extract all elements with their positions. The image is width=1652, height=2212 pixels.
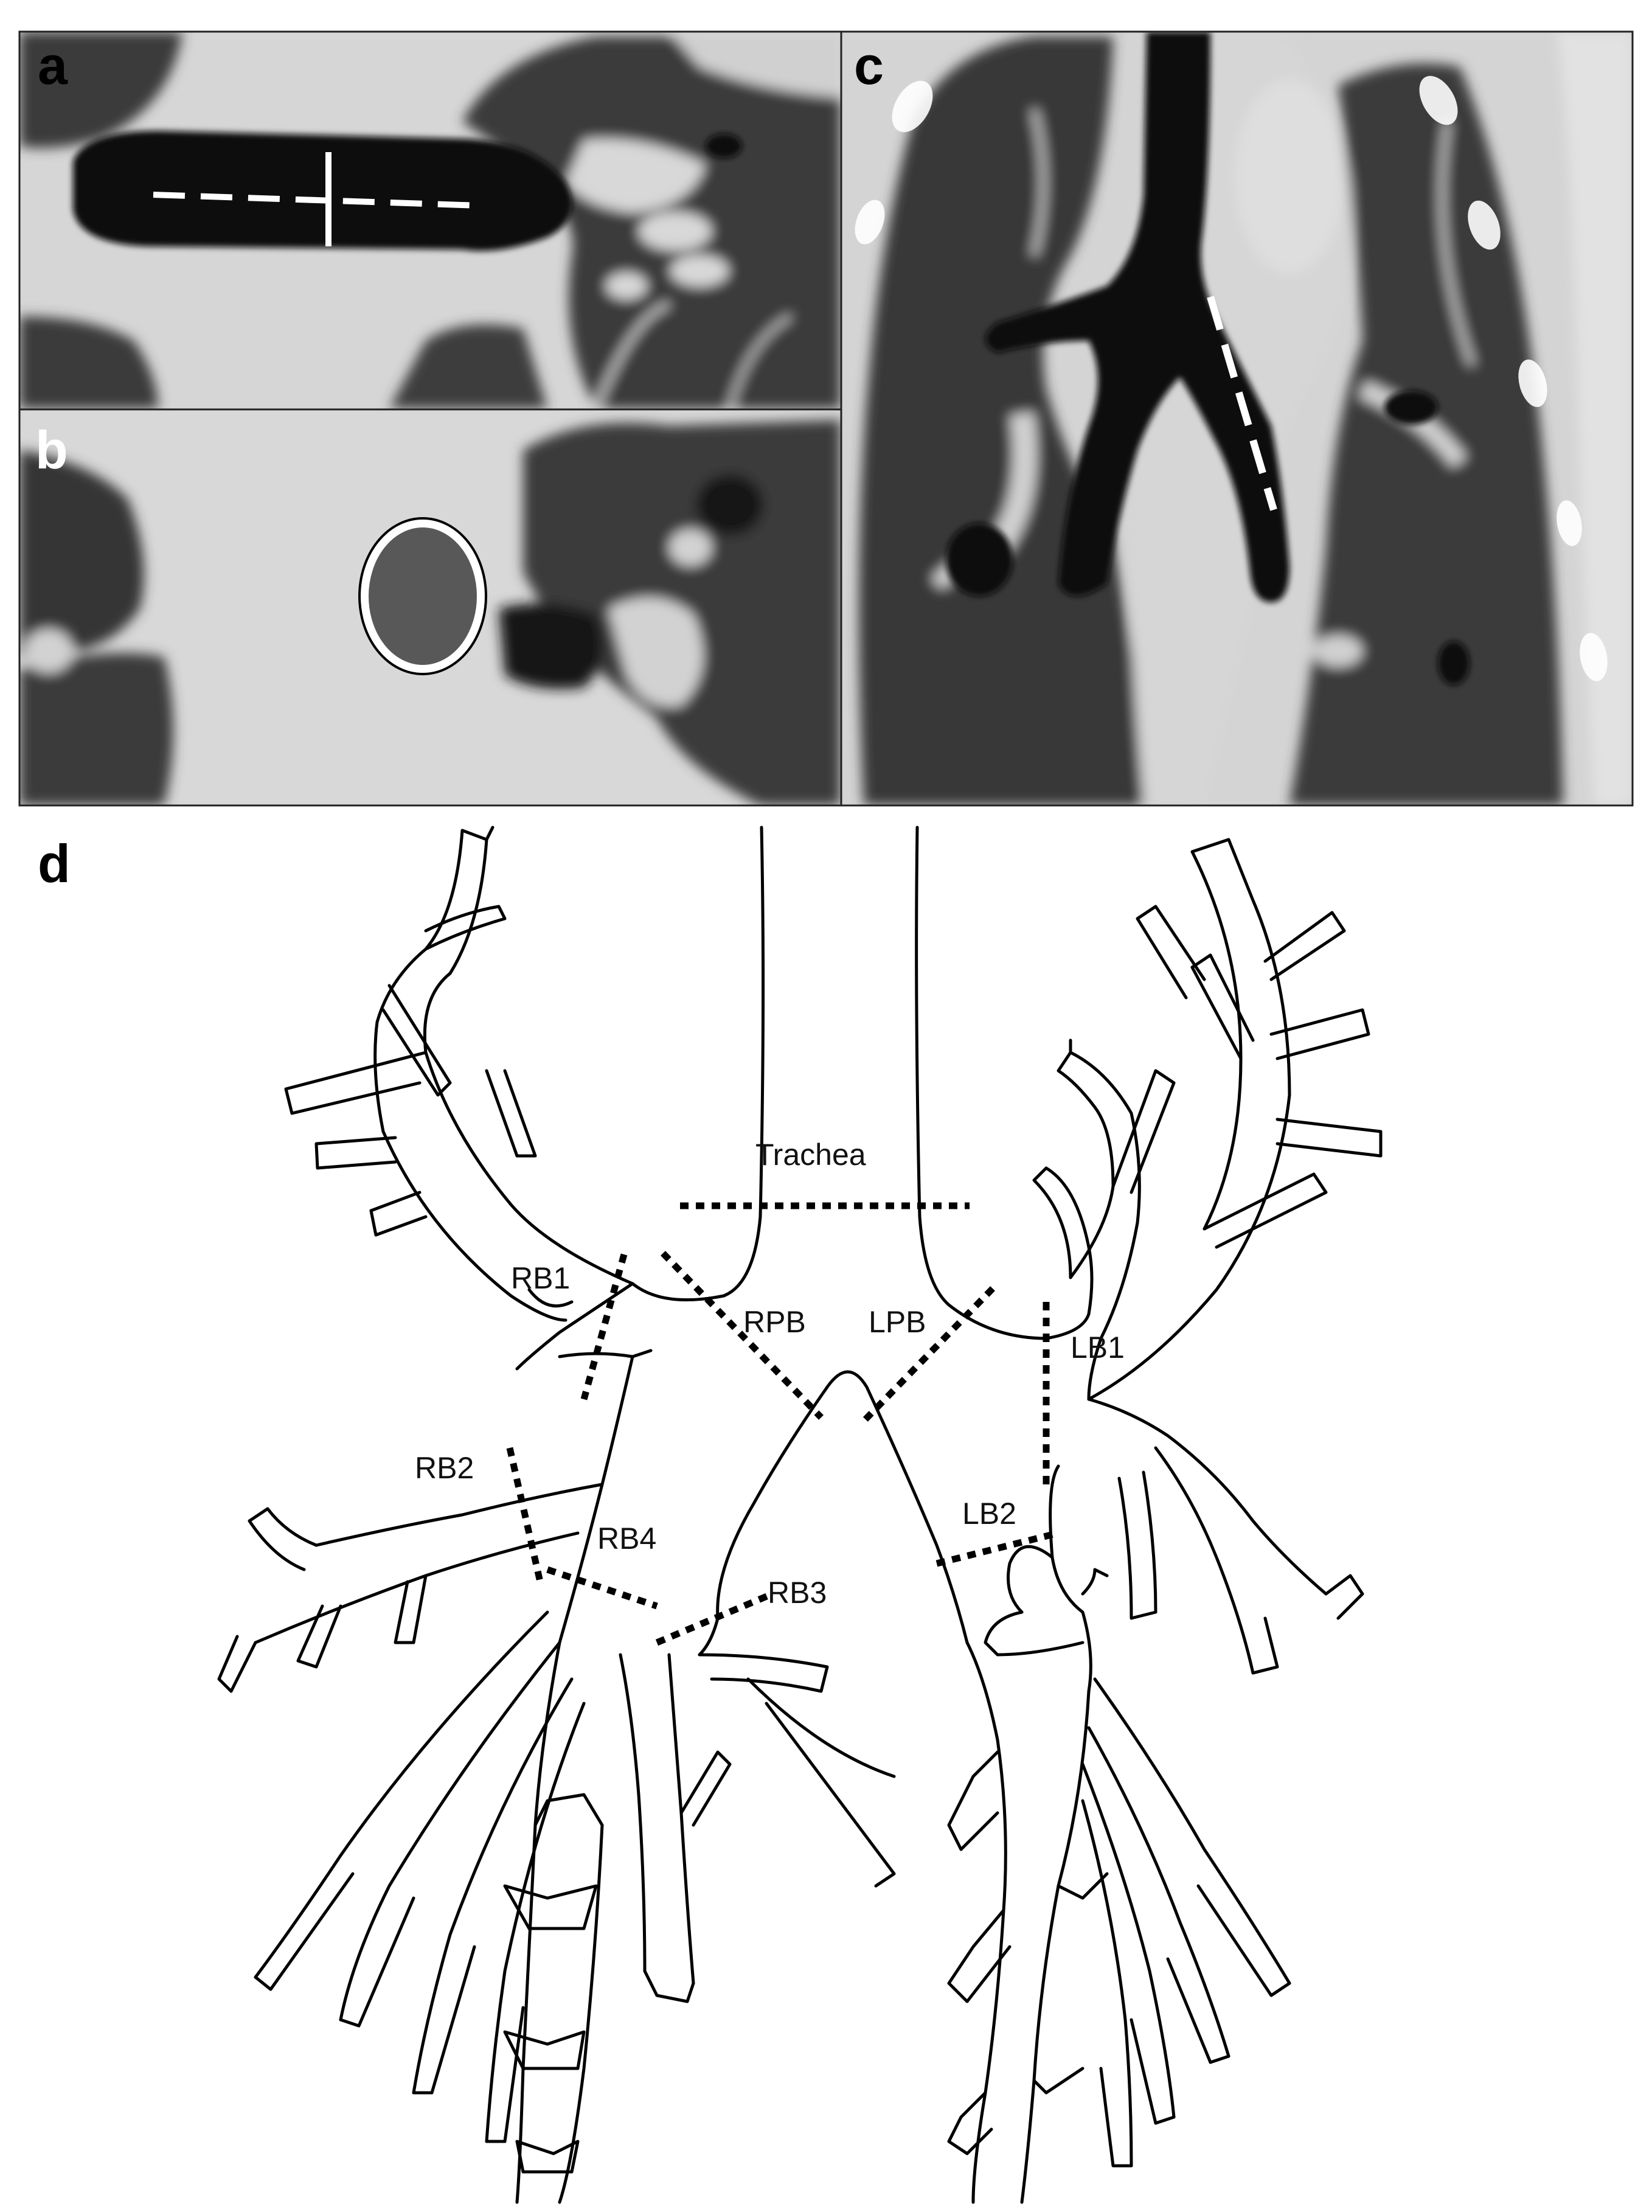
label-rb4: RB4 [597,1522,656,1556]
label-lb2: LB2 [962,1497,1016,1531]
label-rb3: RB3 [768,1576,827,1610]
label-rb2: RB2 [415,1451,474,1485]
segment-dotted-lines [506,1202,1060,1646]
panel-label-a: a [38,35,68,96]
panel-label-c: c [854,35,884,96]
ct-panel-a: a [19,32,841,409]
panel-label-b: b [35,420,68,480]
ct-panel-b: b [19,410,841,805]
label-rb1: RB1 [511,1261,570,1295]
airway-outline [217,826,1383,2204]
panel-dividers [18,30,1634,807]
label-lpb: LPB [869,1305,926,1339]
label-rpb: RPB [743,1305,806,1339]
label-lb1: LB1 [1071,1330,1125,1365]
ct-panel-c: c [842,32,1633,805]
segment-labels: Trachea RPB LPB RB1 RB2 RB4 RB3 LB1 LB2 [415,1138,1125,1610]
airway-diagram: d [38,826,1383,2204]
label-trachea: Trachea [755,1138,866,1172]
panel-label-d: d [38,833,71,894]
